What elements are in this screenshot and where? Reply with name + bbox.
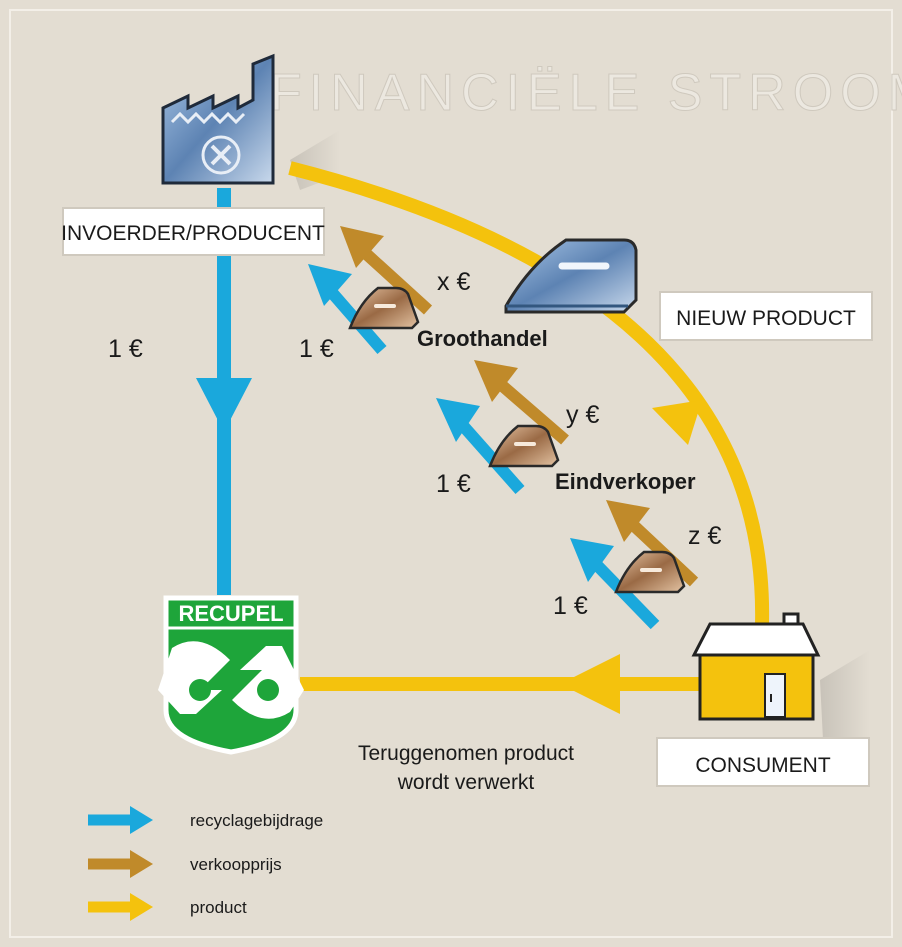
- return-text-line1: Teruggenomen product: [358, 742, 574, 765]
- wholesaler-iron-icon: [348, 286, 420, 330]
- consumer-house-icon: [691, 612, 821, 721]
- consumer-fee-label: 1 €: [553, 592, 588, 620]
- factory-icon: [161, 53, 275, 185]
- legend-item-recyclagebijdrage: recyclagebijdrage: [88, 806, 323, 834]
- retailer-label: Eindverkoper: [555, 469, 696, 494]
- legend-label: verkoopprijs: [190, 855, 282, 874]
- new-product-box: [659, 291, 873, 341]
- retail-fee-arrow: [436, 398, 525, 494]
- product-flow-arrowhead: [652, 400, 702, 445]
- retailer-fee-label: 1 €: [436, 470, 471, 498]
- recupel-logo: RECUPEL: [158, 595, 304, 755]
- producer-box: [62, 207, 325, 256]
- legend-item-product: product: [88, 893, 247, 921]
- legend: recyclagebijdrage verkoopprijs product: [88, 806, 323, 921]
- consumer-label: CONSUMENT: [695, 754, 831, 777]
- return-text-line2: wordt verwerkt: [397, 771, 535, 794]
- wholesaler-fee-label: 1 €: [299, 335, 334, 363]
- retailer-iron-icon: [488, 424, 560, 468]
- producer-fee-label: 1 €: [108, 335, 143, 363]
- legend-label: recyclagebijdrage: [190, 811, 323, 830]
- diagram-title: FINANCIËLE STROOM: [270, 64, 902, 122]
- new-product-iron-icon: [504, 238, 638, 314]
- brown-arrow-icon: [130, 850, 153, 878]
- yellow-arrow-icon: [130, 893, 153, 921]
- consumer-iron-icon: [614, 550, 686, 594]
- producer-label: INVOERDER/PRODUCENT: [61, 222, 325, 245]
- retail-price-arrow: [474, 360, 569, 445]
- product-flow-arc: [288, 161, 770, 626]
- blue-arrow-icon: [130, 806, 153, 834]
- recupel-logo-text: RECUPEL: [178, 601, 283, 626]
- consumer-box: [656, 737, 870, 787]
- legend-label: product: [190, 898, 247, 917]
- page-frame: [9, 9, 893, 938]
- retail-price-label: y €: [566, 401, 599, 429]
- return-flow-arrowhead: [560, 654, 620, 714]
- wholesaler-label: Groothandel: [417, 326, 548, 351]
- wholesale-price-arrow: [340, 226, 433, 315]
- producer-fee-arrowhead: [196, 378, 252, 432]
- new-product-label: NIEUW PRODUCT: [676, 307, 856, 330]
- consumer-price-label: z €: [688, 522, 721, 550]
- wholesale-price-label: x €: [437, 268, 470, 296]
- legend-item-verkoopprijs: verkoopprijs: [88, 850, 282, 878]
